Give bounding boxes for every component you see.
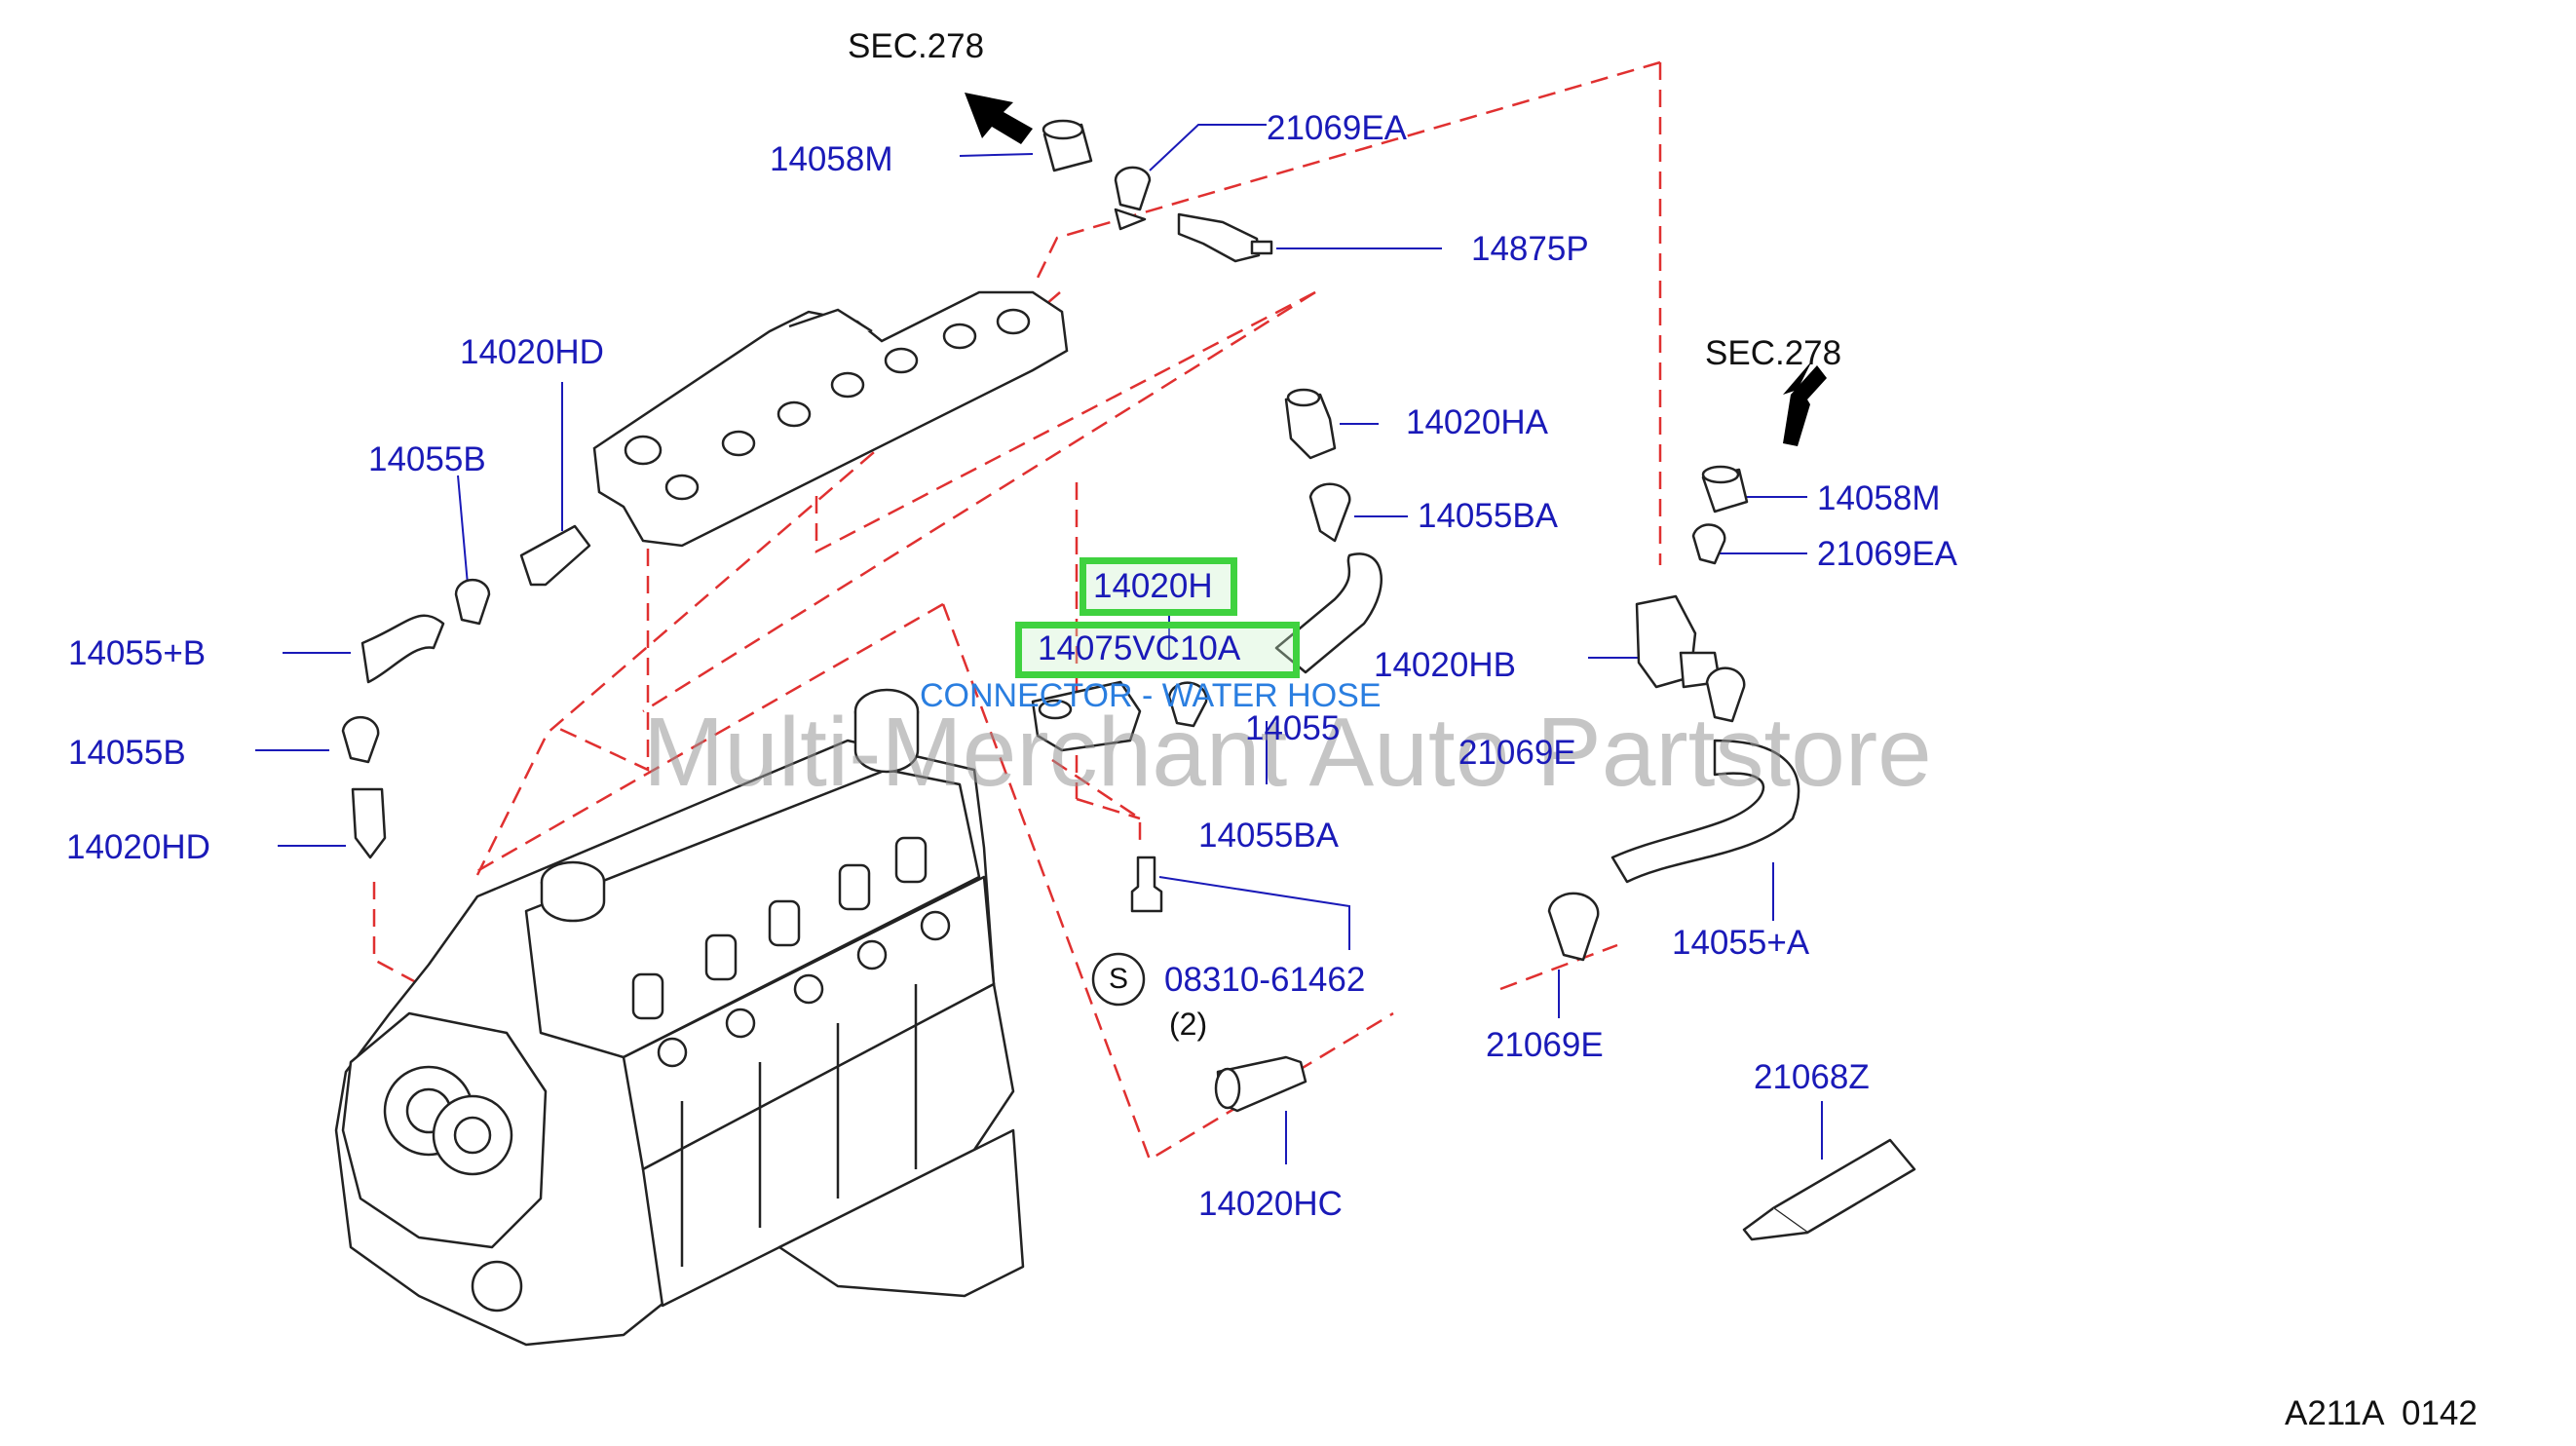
part-label-14055b-mid[interactable]: 14055B xyxy=(68,734,186,772)
watermark-text: Multi-Merchant Auto Partstore xyxy=(643,698,1932,807)
part-label-14055ba-top[interactable]: 14055BA xyxy=(1418,497,1559,535)
part-label-s[interactable]: S xyxy=(1109,963,1129,995)
part-label-21068z[interactable]: 21068Z xyxy=(1754,1058,1870,1096)
arrow-up-right-icon xyxy=(1783,361,1827,446)
small-parts xyxy=(341,119,1916,1241)
quantity-label: (2) xyxy=(1169,1007,1208,1042)
part-label-21069ea-right[interactable]: 21069EA xyxy=(1817,535,1958,573)
manifold-gasket xyxy=(592,290,1069,548)
part-label-14055plusb[interactable]: 14055+B xyxy=(68,634,207,672)
part-label-14055ba-bottom[interactable]: 14055BA xyxy=(1198,817,1340,855)
part-label-14020h[interactable]: 14020H xyxy=(1093,567,1213,605)
part-label-08310-61462[interactable]: 08310-61462 xyxy=(1164,961,1366,999)
part-label-14020hd-bottom[interactable]: 14020HD xyxy=(66,828,210,866)
part-label-21069e-bottom[interactable]: 21069E xyxy=(1486,1026,1604,1064)
diagram-code: A211A 0142 xyxy=(2285,1394,2478,1432)
part-label-14055plusa[interactable]: 14055+A xyxy=(1672,924,1810,962)
sec-278-right-label[interactable]: SEC.278 xyxy=(1705,334,1842,372)
part-label-21069e-mid[interactable]: 21069E xyxy=(1458,734,1576,772)
part-label-14020hb[interactable]: 14020HB xyxy=(1374,646,1516,684)
part-label-14058m-top[interactable]: 14058M xyxy=(770,140,893,178)
highlight-14020h xyxy=(1080,557,1237,616)
part-label-14075vc10a[interactable]: 14075VC10A xyxy=(1038,629,1241,667)
sec-278-top-label[interactable]: SEC.278 xyxy=(848,27,985,65)
part-label-14058m-right[interactable]: 14058M xyxy=(1817,479,1941,517)
part-label-14020ha[interactable]: 14020HA xyxy=(1406,403,1548,441)
part-label-14020hd-top[interactable]: 14020HD xyxy=(460,333,604,371)
arrow-up-left-icon xyxy=(965,93,1033,144)
part-label-14055[interactable]: 14055 xyxy=(1245,709,1341,747)
part-label-14020hc[interactable]: 14020HC xyxy=(1198,1185,1343,1223)
part-label-14055b-top[interactable]: 14055B xyxy=(368,440,486,478)
connector-water-hose-caption[interactable]: CONNECTOR - WATER HOSE xyxy=(920,677,1382,714)
leader-lines xyxy=(255,124,1823,1164)
part-label-21069ea-top[interactable]: 21069EA xyxy=(1267,109,1408,147)
engine-block xyxy=(334,688,1025,1347)
part-label-14875p[interactable]: 14875P xyxy=(1471,230,1589,268)
highlight-14075vc10a xyxy=(1015,622,1300,678)
